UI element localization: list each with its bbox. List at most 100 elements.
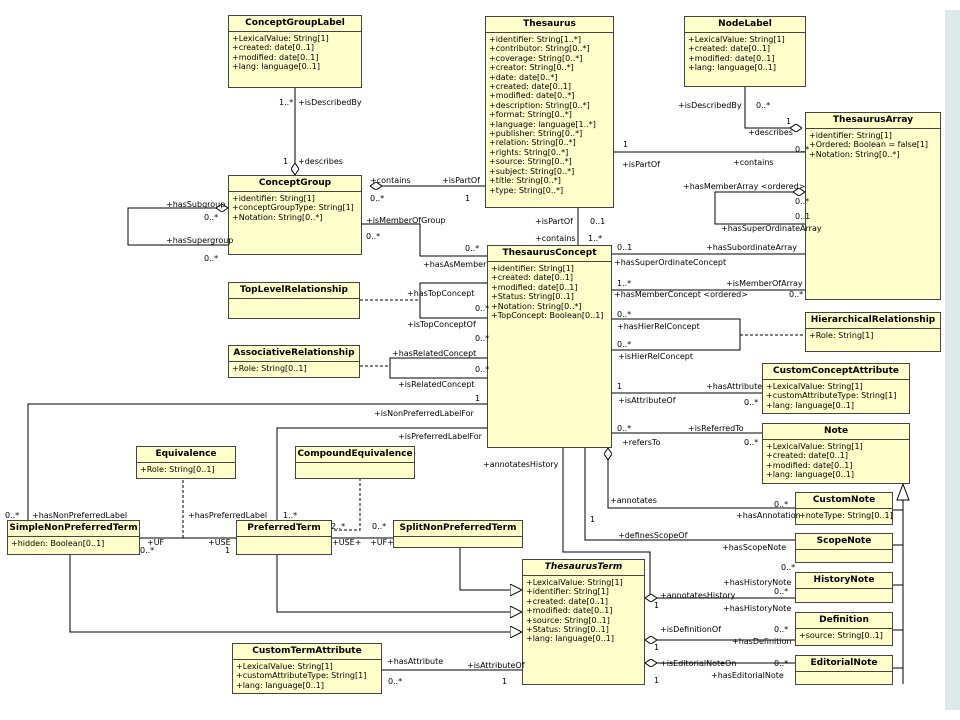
association-label: 0..* <box>781 563 796 572</box>
assoc-array-self <box>714 192 805 225</box>
class-attribute: +lang: language[0..1] <box>688 63 776 73</box>
class-name: CustomTermAttribute <box>233 644 381 660</box>
association-label: +isPartOf <box>442 176 480 185</box>
association-label: 1 <box>475 394 481 403</box>
association-label: 0..* <box>774 659 789 668</box>
assoc-nl-array <box>744 87 790 128</box>
class-associative-relationship[interactable]: AssociativeRelationship +Role: String[0.… <box>228 345 360 378</box>
association-label: 0..* <box>204 213 219 222</box>
association-label: +isDescribedBy <box>298 98 362 107</box>
class-name: HistoryNote <box>796 573 892 589</box>
class-attributes <box>237 537 331 541</box>
class-attributes: +identifier: String[1]+created: date[0..… <box>488 262 611 322</box>
association-label: 0..* <box>465 244 480 253</box>
class-compound-equivalence[interactable]: CompoundEquivalence <box>295 446 415 479</box>
class-attribute: +subject: String[0..*] <box>489 166 575 176</box>
association-label: 0..* <box>475 304 490 313</box>
association-label: +isEditorialNoteOn <box>660 659 737 668</box>
class-attribute: +LexicalValue: String[1] <box>766 442 863 451</box>
class-thesaurus-array[interactable]: ThesaurusArray +identifier: String[1]+Or… <box>805 112 941 300</box>
class-preferred-term[interactable]: PreferredTerm <box>236 520 332 555</box>
class-editorial-note[interactable]: EditorialNote <box>795 655 893 685</box>
class-attribute: +created: date[0..1] <box>526 596 608 606</box>
association-label: +hasPreferredLabel <box>188 511 268 520</box>
association-label: +hasMemberConcept <ordered> <box>614 290 748 299</box>
association-label: 0..* <box>475 365 490 374</box>
association-label: +isMemberOfGroup <box>366 216 446 225</box>
association-label: +describes <box>748 128 793 137</box>
class-node-label[interactable]: NodeLabel +LexicalValue: String[1]+creat… <box>684 16 806 87</box>
association-label: 0..* <box>774 500 789 509</box>
association-label: +isNonPreferredLabelFor <box>374 409 474 418</box>
association-label: 0..* <box>140 546 155 555</box>
class-name: SplitNonPreferredTerm <box>394 521 522 537</box>
association-label: 0..* <box>617 424 632 433</box>
class-simple-non-preferred-term[interactable]: SimpleNonPreferredTerm +hidden: Boolean[… <box>7 520 140 555</box>
association-label: 0..* <box>204 254 219 263</box>
class-attribute: +rights: String[0..*] <box>489 147 569 157</box>
association-label: 0..* <box>366 232 381 241</box>
class-thesaurus-term[interactable]: ThesaurusTerm +LexicalValue: String[1]+i… <box>522 559 645 685</box>
class-history-note[interactable]: HistoryNote <box>795 572 893 603</box>
right-border-strip <box>945 10 960 710</box>
class-custom-note[interactable]: CustomNote +noteType: String[0..1] <box>795 492 893 525</box>
association-label: +isPartOf <box>622 160 660 169</box>
class-thesaurus-concept[interactable]: ThesaurusConcept +identifier: String[1]+… <box>487 245 612 448</box>
association-label: 0..* <box>795 145 810 154</box>
association-label: +hasEditorialNote <box>711 671 784 680</box>
association-label: +hasTopConcept <box>407 289 475 298</box>
class-attribute: +modified: date[0..1] <box>232 52 319 62</box>
class-concept-group-label[interactable]: ConceptGroupLabel +LexicalValue: String[… <box>228 15 362 88</box>
association-label: +hasNonPreferredLabel <box>32 511 128 520</box>
class-attributes: +LexicalValue: String[1]+customAttribute… <box>763 380 909 412</box>
class-attributes: +LexicalValue: String[1]+customAttribute… <box>233 660 381 692</box>
association-label: +UF+ <box>370 538 394 547</box>
association-label: 0..* <box>475 334 490 343</box>
gen-snpt-term <box>69 555 522 632</box>
class-attribute: +Notation: String[0..*] <box>491 301 582 311</box>
class-name: ThesaurusConcept <box>488 246 611 262</box>
class-attributes: +identifier: String[1]+conceptGroupType:… <box>229 192 361 224</box>
class-attribute: +created: date[0..1] <box>688 44 770 54</box>
class-attributes <box>394 537 522 541</box>
association-label: +contains <box>733 158 774 167</box>
association-label: 0..* <box>370 194 385 203</box>
association-label: +annotatesHistory <box>483 460 559 469</box>
association-label: 1 <box>225 546 231 555</box>
association-label: 1 <box>654 601 660 610</box>
association-label: 1 <box>283 157 289 166</box>
class-definition[interactable]: Definition +source: String[0..1] <box>795 612 893 646</box>
class-attribute: +Role: String[0..1] <box>232 364 307 373</box>
association-label: 1 <box>623 140 629 149</box>
association-label: +definesScopeOf <box>618 531 688 540</box>
class-attribute: +type: String[0..*] <box>489 185 564 195</box>
class-attribute: +title: String[0..*] <box>489 176 561 186</box>
class-attribute: +modified: date[0..1] <box>526 606 613 616</box>
class-thesaurus[interactable]: Thesaurus +identifier: String[1..*]+cont… <box>485 16 614 208</box>
class-split-non-preferred-term[interactable]: SplitNonPreferredTerm <box>393 520 523 548</box>
class-top-level-relationship[interactable]: TopLevelRelationship <box>228 282 360 319</box>
class-scope-note[interactable]: ScopeNote <box>795 533 893 563</box>
class-attribute: +contributor: String[0..*] <box>489 44 590 54</box>
class-attribute: +customAttributeType: String[1] <box>236 671 367 681</box>
class-note[interactable]: Note +LexicalValue: String[1]+created: d… <box>762 423 910 484</box>
class-custom-concept-attribute[interactable]: CustomConceptAttribute +LexicalValue: St… <box>762 363 910 414</box>
association-label: +isTopConceptOf <box>407 320 476 329</box>
class-name: HierarchicalRelationship <box>806 313 940 329</box>
class-hierarchical-relationship[interactable]: HierarchicalRelationship +Role: String[1… <box>805 312 941 352</box>
association-label: +isMemberOfArray <box>726 279 803 288</box>
assoc-nonpreferred <box>27 403 487 520</box>
association-label: +hasSuperOrdinateArray <box>721 224 822 233</box>
association-label: 1..* <box>283 511 298 520</box>
class-equivalence[interactable]: Equivalence +Role: String[0..1] <box>136 446 236 479</box>
class-attributes: +Role: String[0..1] <box>229 362 359 375</box>
class-concept-group[interactable]: ConceptGroup +identifier: String[1]+conc… <box>228 175 362 255</box>
class-attribute: +LexicalValue: String[1] <box>766 382 863 391</box>
association-label: +isDescribedBy <box>678 101 742 110</box>
class-name: EditorialNote <box>796 656 892 672</box>
class-custom-term-attribute[interactable]: CustomTermAttribute +LexicalValue: Strin… <box>232 643 382 694</box>
class-name: Definition <box>796 613 892 629</box>
association-label: 0..* <box>372 522 387 531</box>
class-name: Equivalence <box>137 447 235 463</box>
association-label: +hasDefinition <box>732 637 792 646</box>
